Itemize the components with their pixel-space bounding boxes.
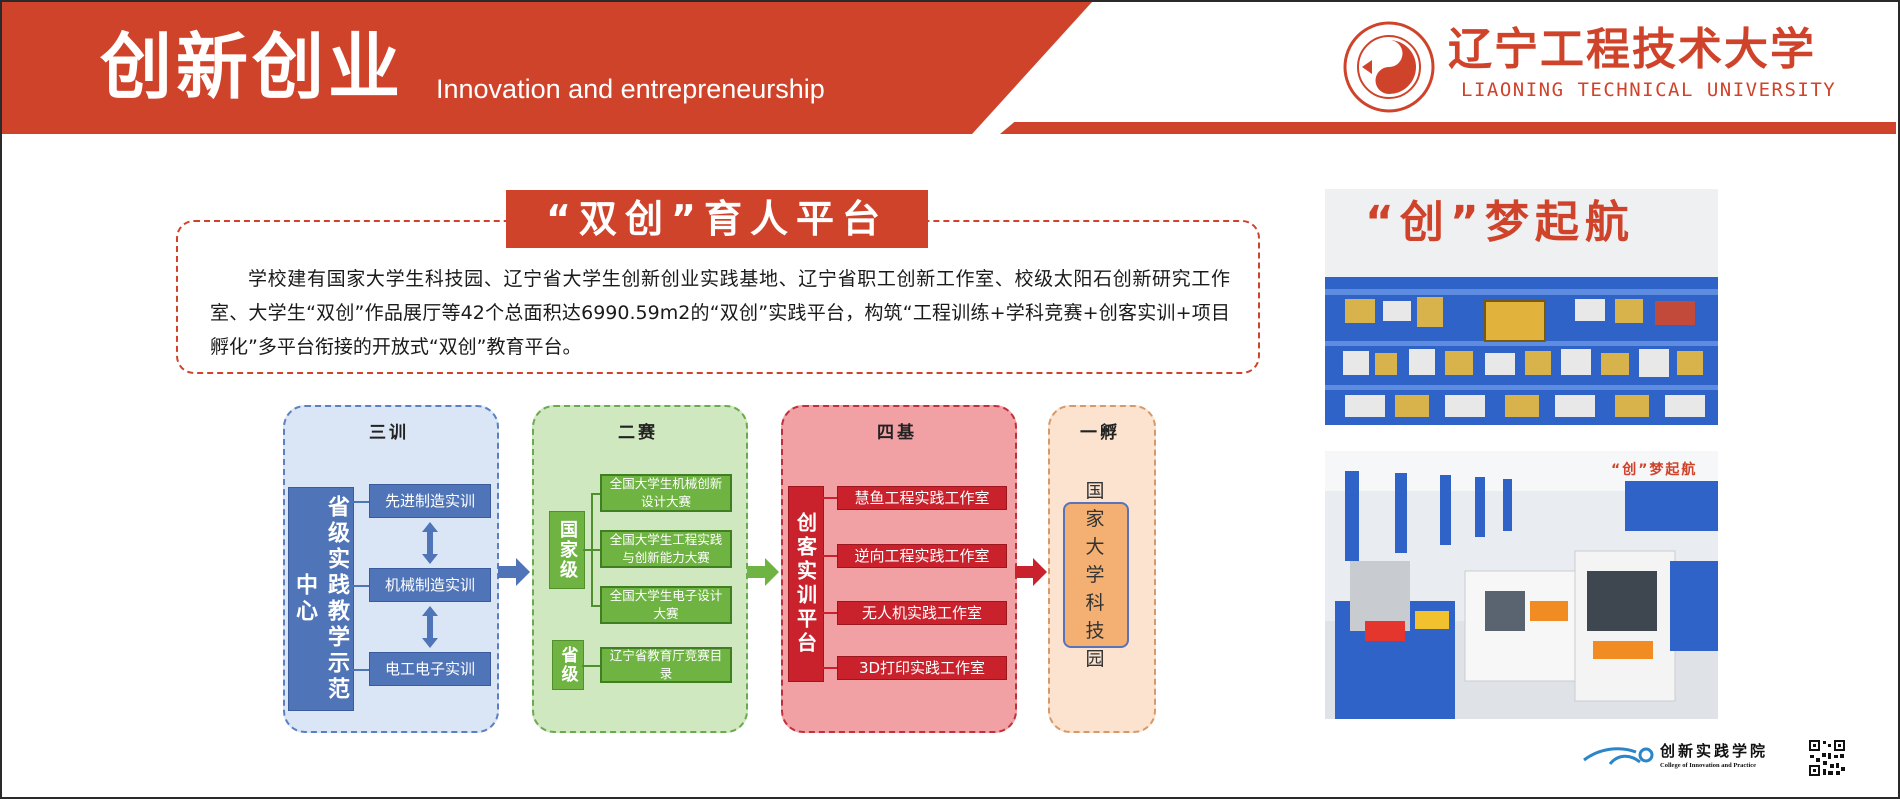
- panel-siji-title: 四基: [877, 423, 917, 443]
- panel-ersai-title: 二赛: [618, 423, 658, 443]
- siji-item-fischertechnik: 慧鱼工程实践工作室: [837, 486, 1007, 510]
- ersai-item-mechanical-innovation: 全国大学生机械创新设计大赛: [600, 474, 732, 512]
- santrain-item-advanced: 先进制造实训: [369, 484, 491, 518]
- connector-line: [822, 555, 837, 557]
- photo-workshop: “创”梦起航: [1325, 451, 1718, 719]
- college-name-en: College of Innovation and Practice: [1660, 762, 1757, 769]
- header-red-band: [2, 2, 1092, 134]
- siji-item-uav: 无人机实践工作室: [837, 601, 1007, 625]
- connector-line: [822, 497, 837, 499]
- santrain-item-electrical: 电工电子实训: [369, 652, 491, 686]
- connector-line: [352, 501, 369, 503]
- yifu-center-label: 国家大学科技园: [1063, 480, 1129, 670]
- connector-line: [583, 549, 591, 551]
- qr-code-icon: [1808, 739, 1846, 777]
- siji-item-reverse-engineering: 逆向工程实践工作室: [837, 544, 1007, 568]
- arrow-right-icon: [498, 558, 530, 586]
- university-name-en: LIAONING TECHNICAL UNIVERSITY: [1461, 79, 1837, 101]
- ersai-item-province-catalog: 辽宁省教育厅竞赛目录: [600, 647, 732, 683]
- connector-line: [582, 665, 600, 667]
- santrain-center-label: 省级实践教学示范中心: [288, 487, 354, 711]
- connector-line: [591, 493, 600, 495]
- arrow-right-icon: [747, 558, 779, 586]
- panel-yifu-title: 一孵: [1080, 423, 1120, 443]
- college-name-cn: 创新实践学院: [1660, 742, 1769, 760]
- workshop-illustration: [1325, 451, 1718, 719]
- page-title: 创新创业: [100, 25, 405, 109]
- photo-exhibition-hall: “创”梦起航: [1325, 189, 1718, 425]
- page-subtitle: Innovation and entrepreneurship: [436, 74, 825, 104]
- panel-santrain-title: 三训: [369, 423, 409, 443]
- college-logo-icon: [1583, 747, 1654, 766]
- ersai-item-engineering-practice: 全国大学生工程实践与创新能力大赛: [600, 530, 732, 568]
- double-arrow-icon: [422, 606, 438, 648]
- header-red-stripe: [1000, 122, 1896, 134]
- connector-line: [591, 605, 600, 607]
- photo1-caption: “创”梦起航: [1365, 197, 1635, 248]
- university-name-cn: 辽宁工程技术大学: [1448, 24, 1816, 75]
- ersai-item-electronic-design: 全国大学生电子设计大赛: [600, 586, 732, 624]
- siji-item-3d-printing: 3D打印实践工作室: [837, 656, 1007, 680]
- connector-line: [591, 549, 600, 551]
- connector-line: [352, 669, 369, 671]
- exhibition-wall-illustration: [1325, 189, 1718, 425]
- connector-line: [822, 667, 837, 669]
- double-arrow-icon: [422, 522, 438, 564]
- siji-center-label: 创客实训平台: [788, 486, 824, 682]
- university-seal-icon: [1343, 21, 1435, 113]
- ersai-national-label: 国家级: [549, 511, 585, 589]
- connector-line: [822, 612, 837, 614]
- intro-text: 学校建有国家大学生科技园、辽宁省大学生创新创业实践基地、辽宁省职工创新工作室、校…: [210, 268, 1230, 358]
- ersai-province-label: 省级: [552, 640, 584, 690]
- connector-line: [352, 585, 369, 587]
- photo2-caption: “创”梦起航: [1611, 462, 1698, 478]
- arrow-right-icon: [1015, 558, 1047, 586]
- santrain-item-mechanical: 机械制造实训: [369, 568, 491, 602]
- intro-banner: “双创”育人平台: [506, 190, 928, 248]
